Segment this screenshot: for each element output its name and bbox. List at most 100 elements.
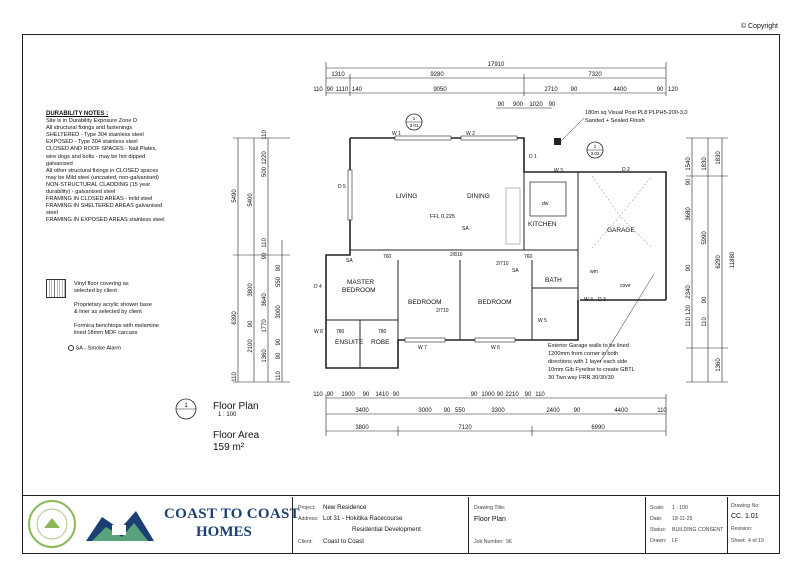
section-sheet: 3.02 bbox=[591, 151, 600, 156]
dim-value: 120 bbox=[686, 304, 692, 315]
vinyl-legend-swatch bbox=[46, 279, 66, 298]
address-line-2: Residential Development bbox=[352, 526, 421, 533]
leader-line bbox=[559, 117, 585, 143]
sheet-value: 4 of 19 bbox=[748, 538, 764, 544]
smoke-alarm-text: SA - Smoke Alarm bbox=[75, 345, 121, 352]
dim-value: 5490 bbox=[232, 189, 238, 203]
dim-value: 900 bbox=[513, 102, 524, 108]
dim-value: 90 bbox=[571, 87, 578, 93]
dim-value: 7320 bbox=[588, 72, 602, 78]
dim-value: 110 bbox=[313, 392, 323, 398]
legend-line: Formica benchtops with melamine bbox=[74, 323, 159, 329]
copyright-notice: © Copyright bbox=[740, 23, 778, 30]
durability-line: FRAMING IN SHELTERED AREAS galvanised bbox=[46, 203, 163, 210]
dim-value: 550 bbox=[455, 408, 466, 414]
legend-line: Vinyl floor covering as bbox=[74, 281, 129, 287]
dim-overall: 17910 bbox=[488, 62, 505, 68]
dim-value: 6390 bbox=[232, 311, 238, 325]
dim-value: 500 bbox=[262, 166, 268, 177]
dishwasher-tag: dw bbox=[542, 201, 549, 207]
smoke-alarm-legend: SA - Smoke Alarm bbox=[68, 345, 121, 352]
dim-value: 110 bbox=[262, 130, 268, 140]
tag-w3: W 3 bbox=[554, 168, 563, 174]
status-label: Status: bbox=[650, 527, 667, 533]
floor-area-value: 159 m² bbox=[213, 442, 245, 453]
door-size: 760 bbox=[383, 254, 392, 260]
tag-w1: W 1 bbox=[392, 131, 401, 137]
dim-value: 3800 bbox=[248, 283, 254, 297]
dim-value: 3680 bbox=[686, 207, 692, 221]
dim-value: 90 bbox=[276, 352, 282, 359]
tag-sa: SA bbox=[462, 226, 469, 232]
durability-title: DURABILITY NOTES : bbox=[46, 111, 109, 117]
drawn-value: LF bbox=[672, 538, 679, 544]
tag-d2: D 2 bbox=[622, 167, 630, 173]
tag-w6: W 6 bbox=[491, 345, 500, 351]
window-w6 bbox=[474, 337, 516, 343]
section-num: 1 bbox=[594, 144, 597, 149]
door-size: 2/710 bbox=[436, 308, 449, 314]
sheet-label: Sheet: bbox=[731, 538, 746, 544]
divider bbox=[727, 497, 728, 554]
drawn-label: Drawn: bbox=[650, 538, 667, 544]
dim-value: 90 bbox=[498, 102, 505, 108]
plan-scale: 1 : 100 bbox=[218, 412, 237, 418]
kitchen-island bbox=[529, 181, 567, 217]
drawing-frame bbox=[22, 34, 780, 554]
door-size: 780 bbox=[378, 329, 387, 335]
section-num: 1 bbox=[413, 116, 416, 121]
durability-line: SHELTERED - Type 304 stainless steel bbox=[46, 132, 144, 139]
door-d5 bbox=[347, 169, 353, 221]
dim-value: 90 bbox=[248, 320, 254, 327]
dim-value: 90 bbox=[327, 87, 334, 93]
dim-value: 5990 bbox=[702, 231, 708, 245]
dim-value: 1900 bbox=[341, 392, 355, 398]
dim-value: 1310 bbox=[331, 72, 345, 78]
company-name-2: HOMES bbox=[196, 524, 252, 540]
revision-label: Revision: bbox=[731, 526, 753, 532]
dim-value: 2400 bbox=[546, 408, 560, 414]
dim-value: 11880 bbox=[730, 251, 736, 268]
tag-d1: D 1 bbox=[529, 154, 537, 160]
dim-value: 90 bbox=[549, 102, 556, 108]
cove-tag: cove bbox=[620, 283, 631, 289]
dim-value: 90 bbox=[497, 392, 504, 398]
dim-value: 2340 bbox=[686, 285, 692, 299]
dim-value: 3000 bbox=[276, 305, 282, 319]
post-marker bbox=[554, 138, 561, 145]
dim-value: 3800 bbox=[355, 425, 369, 431]
dim-value: 110 bbox=[535, 392, 545, 398]
room-kitchen: KITCHEN bbox=[528, 221, 557, 228]
room-master-2: BEDROOM bbox=[342, 287, 376, 294]
dim-value: 1000 bbox=[481, 392, 495, 398]
interior-wall bbox=[326, 319, 398, 368]
dim-value: 9050 bbox=[433, 87, 447, 93]
dim-value: 3400 bbox=[355, 408, 369, 414]
formica-legend: Formica benchtops with melamine lined 18… bbox=[74, 323, 159, 337]
drawing-no-value: CC. 1.01 bbox=[731, 513, 759, 520]
durability-line: All other structural fixings in CLOSED s… bbox=[46, 167, 159, 174]
dim-value: 90 bbox=[276, 338, 282, 345]
legend-line: Proprietary acrylic shower base bbox=[74, 302, 153, 308]
durability-line: All structural fixings and fastenings bbox=[46, 125, 133, 132]
post-callout-1: 180m sq Visual Post PL8 PLPH5-200-3.0 bbox=[585, 110, 688, 116]
dim-value: 110 bbox=[276, 371, 282, 381]
dim-value: 1360 bbox=[716, 358, 722, 372]
legend-line: & liner as selected by client bbox=[74, 309, 142, 315]
window-w1 bbox=[394, 135, 452, 141]
tag-w4: W 4 bbox=[584, 297, 593, 303]
divider bbox=[645, 497, 646, 554]
dim-value: 1770 bbox=[262, 319, 268, 333]
dim-value: 1020 bbox=[529, 102, 543, 108]
dim-value: 110 bbox=[686, 317, 692, 327]
plan-title-marker: 1 bbox=[175, 398, 197, 420]
project-label: Project: bbox=[298, 505, 316, 511]
tag-sa: SA bbox=[512, 268, 519, 274]
dim-value: 110 bbox=[262, 238, 268, 248]
room-master: MASTER bbox=[347, 279, 374, 286]
dim-value: 90 bbox=[686, 178, 692, 185]
divider bbox=[468, 497, 469, 554]
job-label: Job Number: bbox=[474, 539, 504, 545]
dim-value: 2100 bbox=[248, 339, 254, 353]
